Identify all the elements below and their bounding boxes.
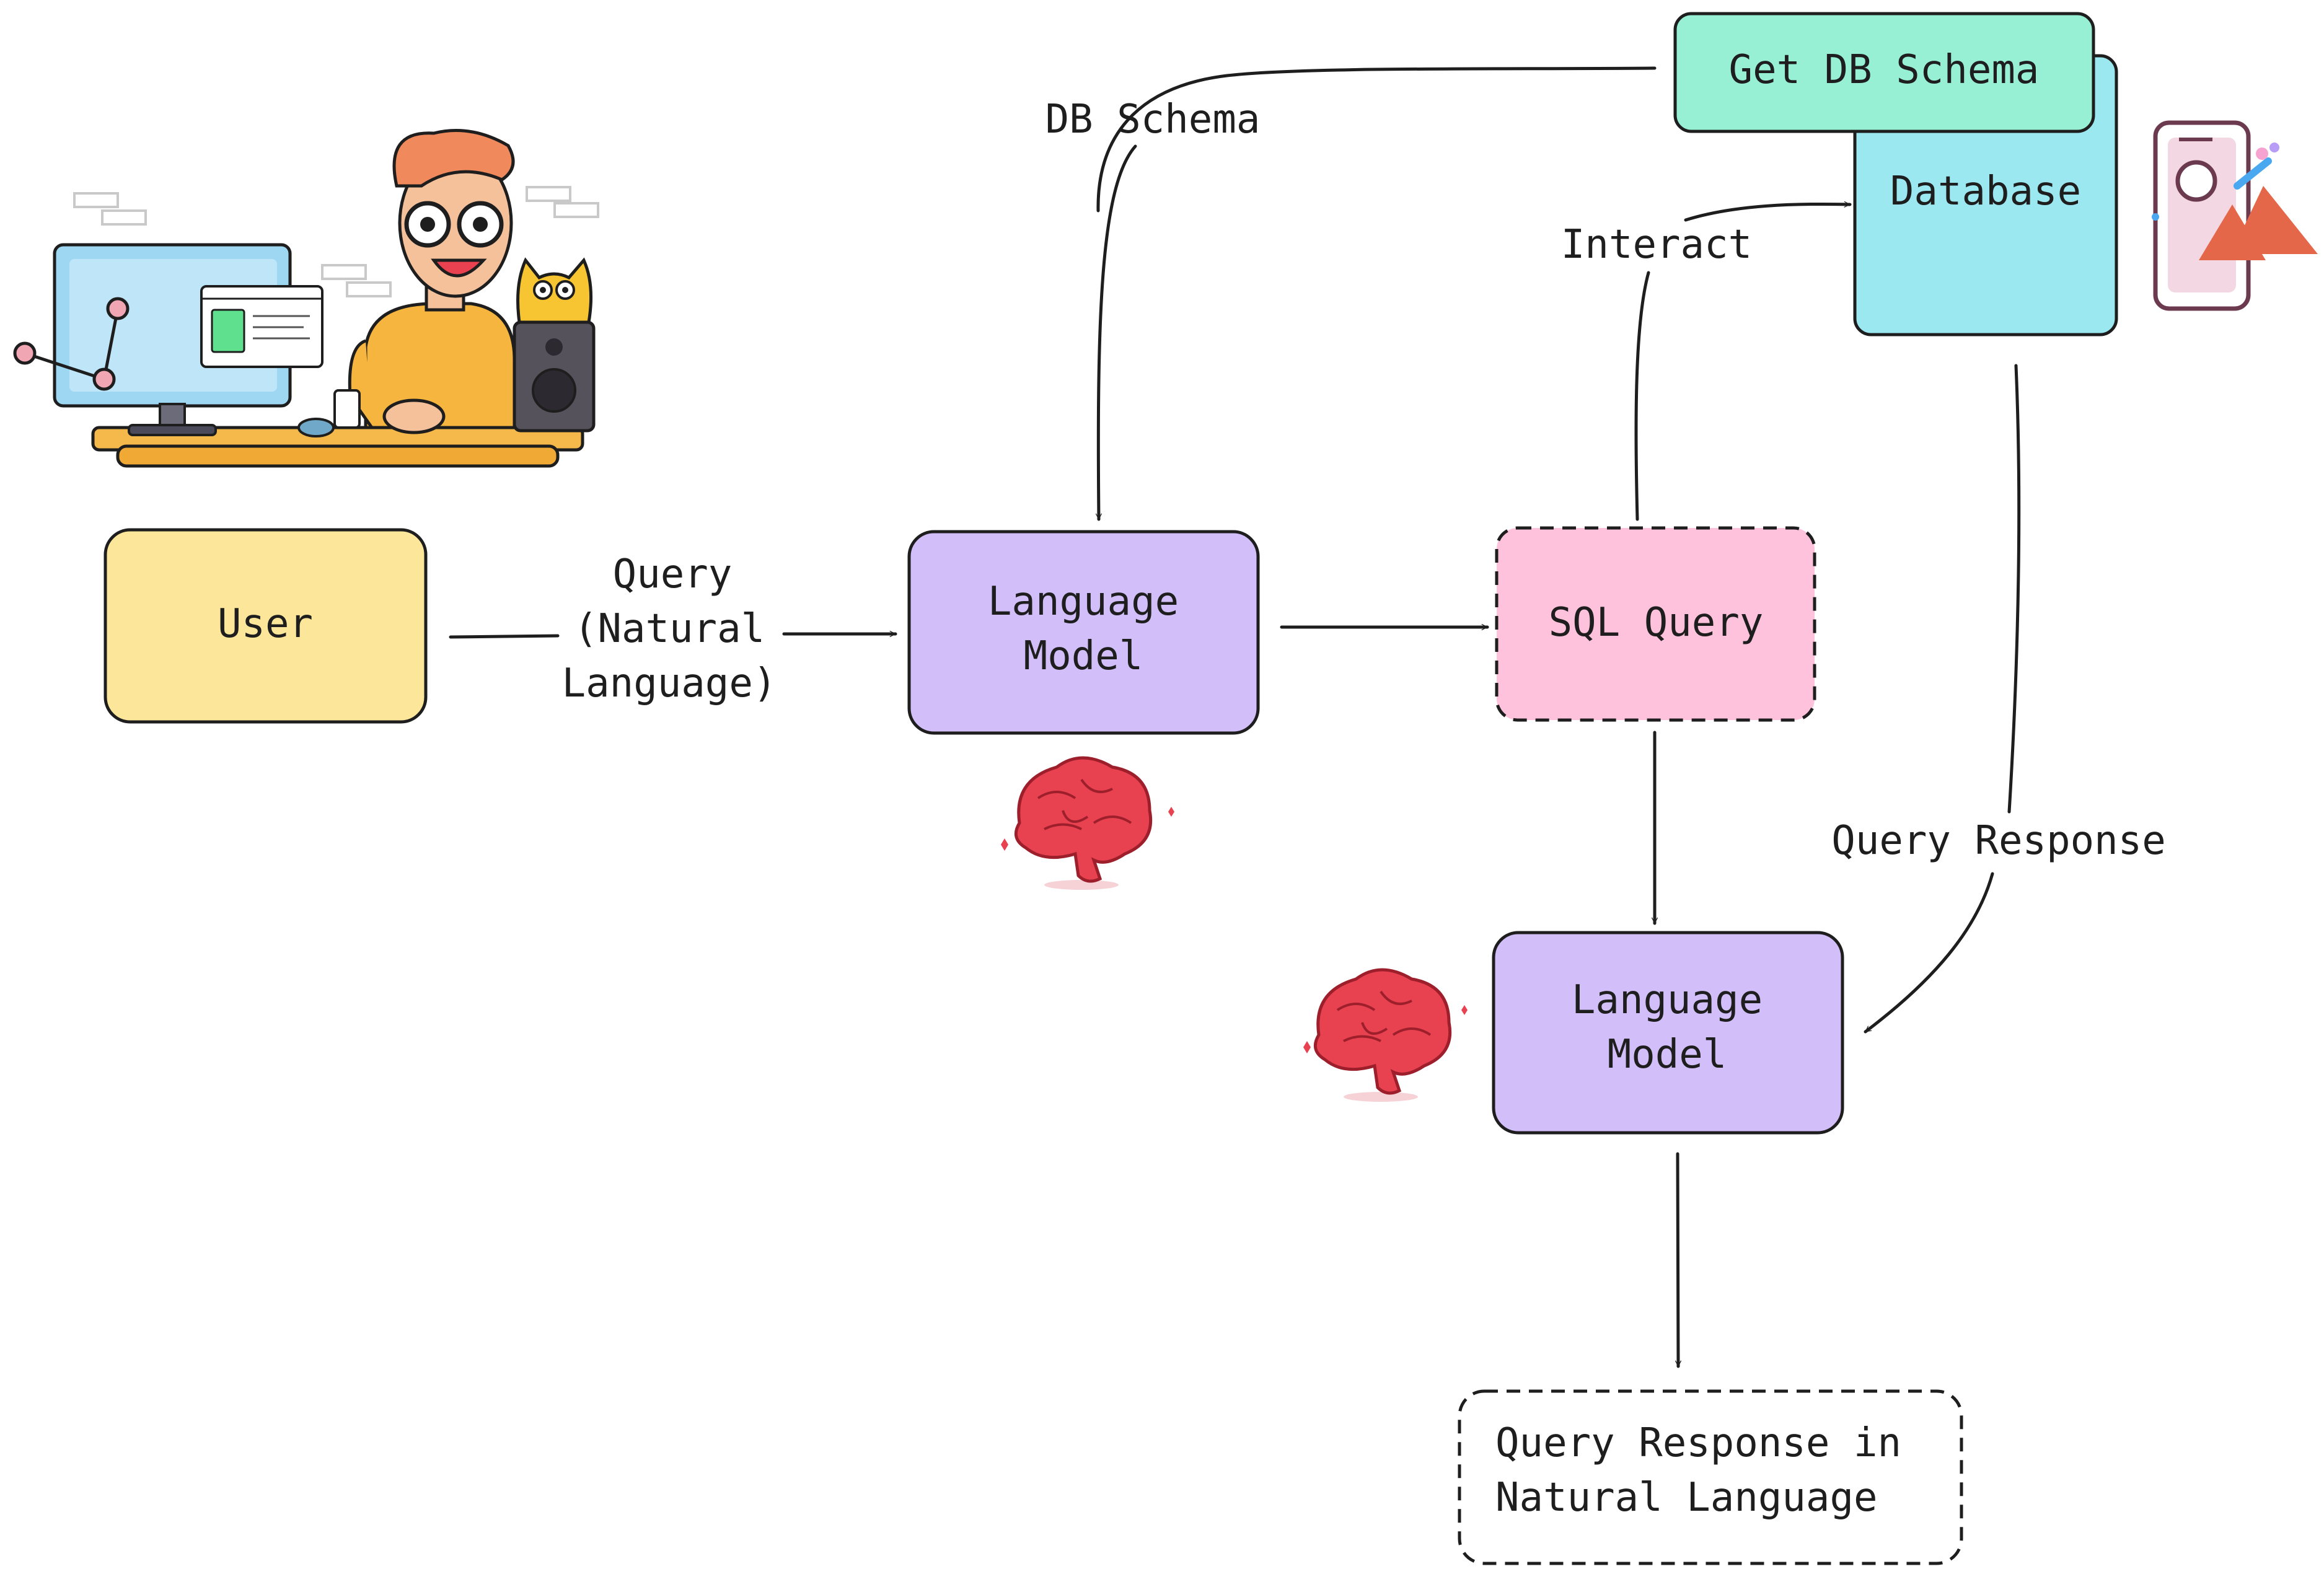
node-query-response-output-box: [1458, 1389, 1963, 1565]
node-language-model-2-label-line-1: Language: [1572, 977, 1763, 1023]
node-get-db-schema-box: [1673, 12, 2095, 133]
node-language-model-1-label-line-1: Language: [988, 579, 1179, 625]
node-sql-query-label: SQL Query: [1549, 600, 1764, 646]
edge-schema-to-lm1: [1096, 66, 1657, 213]
edge-label-query-line-1: Query: [613, 552, 733, 597]
node-sql-query-box: [1495, 526, 1816, 722]
edge-label-query-line-3: Language): [562, 661, 777, 706]
node-query-response-output[interactable]: Query Response in Natural Language: [1458, 1389, 1963, 1565]
edge-response-arrow: [1864, 872, 1994, 1034]
brain-icon: [1001, 756, 1174, 890]
node-language-model-1-box: [907, 530, 1260, 735]
edge-label-interact: Interact: [1561, 222, 1752, 268]
node-language-model-1-label-line-2: Model: [1024, 633, 1143, 679]
edge-database-response: [2007, 364, 2021, 814]
brain-icon: [1303, 968, 1468, 1102]
edge-sql-to-database: [1634, 271, 1650, 521]
node-output-label-line-1: Query Response in: [1495, 1420, 1901, 1466]
node-language-model-1[interactable]: Language Model: [907, 530, 1260, 735]
node-output-label-line-2: Natural Language: [1495, 1475, 1878, 1521]
node-get-db-schema-label: Get DB Schema: [1729, 47, 2040, 93]
node-sql-query[interactable]: SQL Query: [1495, 526, 1816, 722]
edge-label-query-natural-language: Query (Natural Language): [562, 552, 777, 706]
edge-user-to-lm1-a: [449, 634, 560, 639]
node-language-model-2-label-line-2: Model: [1608, 1032, 1727, 1078]
edge-label-query-response: Query Response: [1831, 818, 2165, 864]
database-app-icon: [2152, 120, 2318, 311]
node-user[interactable]: User: [103, 528, 428, 724]
developer-illustration: [13, 129, 599, 468]
node-language-model-2[interactable]: Language Model: [1492, 931, 1844, 1135]
edge-label-query-line-2: (Natural: [574, 606, 765, 652]
node-get-db-schema[interactable]: Get DB Schema: [1673, 12, 2095, 133]
edge-label-db-schema: DB Schema: [1045, 97, 1261, 143]
edge-interact-arrow: [1684, 201, 1852, 222]
node-language-model-2-box: [1492, 931, 1844, 1135]
node-user-box: [103, 528, 428, 724]
node-user-label: User: [218, 601, 313, 647]
node-database-label: Database: [1890, 169, 2081, 214]
edge-schema-to-lm1-drop: [1095, 144, 1137, 521]
